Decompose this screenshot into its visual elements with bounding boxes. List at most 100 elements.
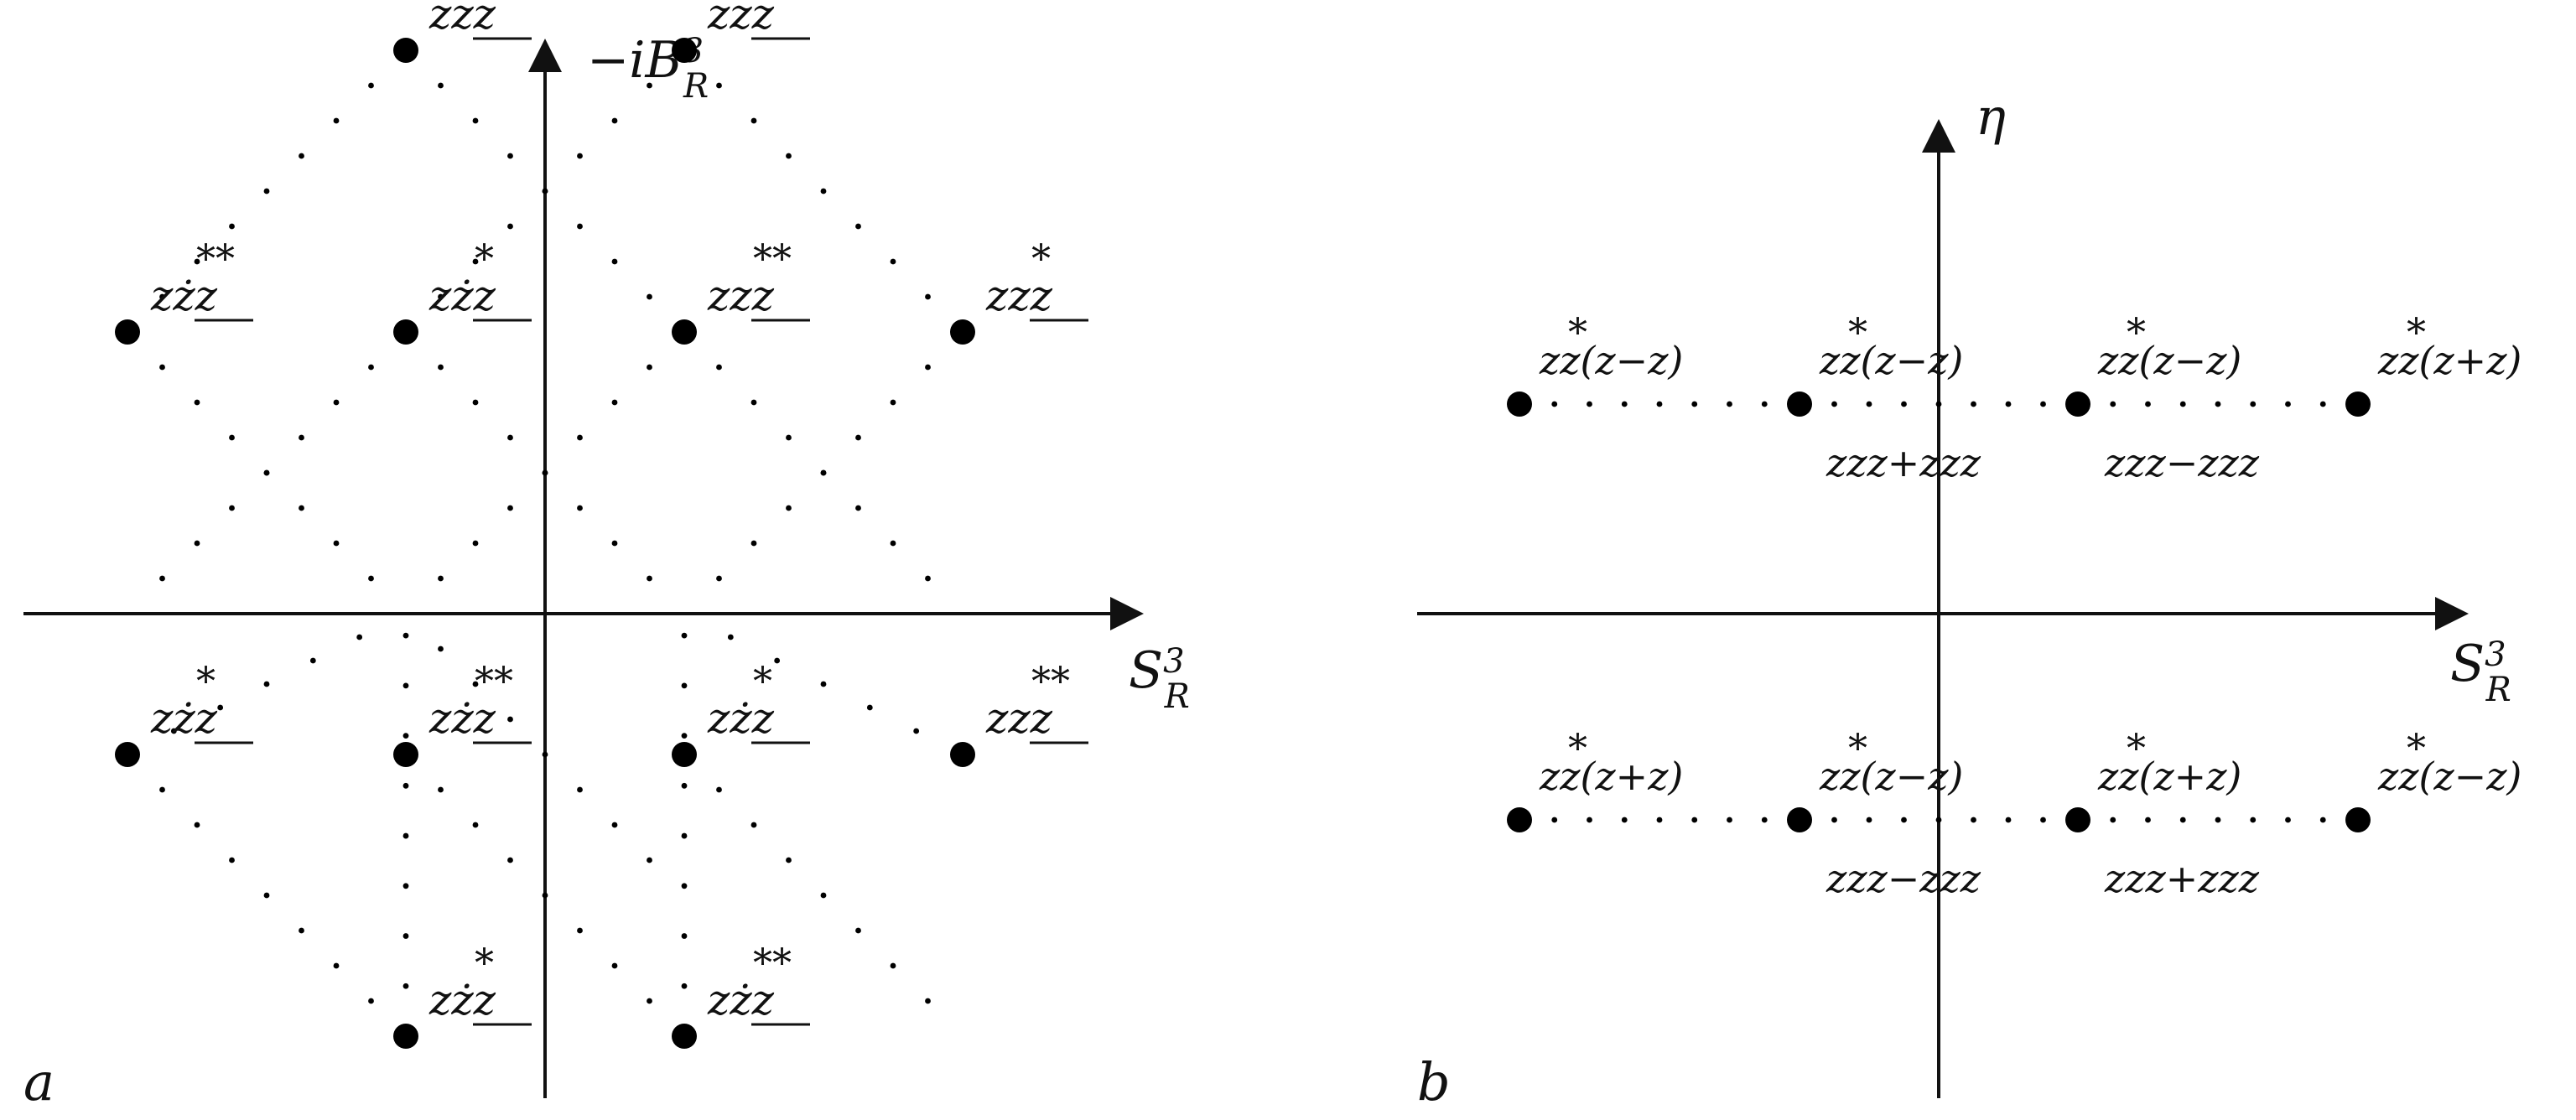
panel-a-node-marks: ** xyxy=(753,236,792,281)
panel-a-node-marks: * xyxy=(753,658,772,703)
panel-b-connector-dot xyxy=(1761,401,1768,407)
panel-a-connector-dot xyxy=(472,681,479,687)
panel-a-node-dot xyxy=(672,742,697,767)
panel-a-node-marks: ** xyxy=(475,658,513,703)
panel-a-connector-dot xyxy=(507,434,513,441)
panel-b-connector-dot xyxy=(2005,817,2012,823)
panel-b-connector-dot xyxy=(1761,817,1768,823)
panel-b-node-label: zz(z−z) xyxy=(1819,338,1963,383)
panel-a-connector-dot xyxy=(681,632,688,639)
panel-a-y-axis-label-main: −iB xyxy=(587,31,683,90)
panel-a-node-label: zżz xyxy=(428,694,496,743)
panel-a-connector-dot xyxy=(472,117,479,124)
panel-a-connector-dot xyxy=(890,258,896,265)
panel-b-node: zz(z−z)* xyxy=(2345,725,2521,832)
panel-a-node: zżz** xyxy=(672,940,810,1049)
panel-b-node: zz(z−z)* xyxy=(1507,309,1683,417)
panel-b-y-axis-label: η xyxy=(1976,88,2006,147)
panel-a-connector-dot xyxy=(647,998,652,1004)
panel-a-connector-dot xyxy=(681,983,688,989)
panel-a-connector-dot xyxy=(611,258,618,265)
panel-a-node-dot xyxy=(393,1024,418,1049)
panel-a-connector-dot xyxy=(577,223,583,230)
panel-b-connector-dot xyxy=(2215,817,2221,823)
panel-a-node-marks: * xyxy=(196,658,216,703)
panel-a-node-marks: * xyxy=(475,236,494,281)
panel-b-node-star: * xyxy=(2127,309,2146,355)
panel-a-nodes: zzz**zzz*zżz**zżz*zzz**zzz*zżz*zżz**zżz*… xyxy=(115,0,1088,1049)
panel-a-connector-dot xyxy=(716,786,722,793)
panel-b-connector-dot xyxy=(1831,401,1837,407)
panel-b-connector-dot xyxy=(2319,817,2326,823)
panel-a-connector-dot xyxy=(402,682,409,689)
panel-a-connector-dot xyxy=(368,575,374,582)
panel-b-connector-dot xyxy=(1587,817,1592,823)
panel-a-connector-dot xyxy=(681,933,688,939)
panel-a-node-marks: ** xyxy=(196,236,235,281)
panel-b-node-star: * xyxy=(1568,309,1587,355)
panel-a-connector-dot xyxy=(368,364,374,371)
panel-a-connector-dot xyxy=(299,505,304,511)
panel-a-connector-dot xyxy=(333,962,340,969)
panel-a-connector-dot xyxy=(786,505,792,511)
panel-a-connector-dot xyxy=(507,223,513,230)
panel-a-node: zzz** xyxy=(672,236,810,345)
panel-b-node-label: zz(z−z) xyxy=(2097,338,2241,383)
panel-a-connector-dot xyxy=(647,575,652,582)
panel-a-node-marks: * xyxy=(475,940,494,985)
panel-b-node-star: * xyxy=(2127,725,2146,770)
panel-a-node-label: zzz xyxy=(707,0,775,39)
panel-a-connector-dot xyxy=(647,857,652,863)
panel-a-connector-dot xyxy=(774,657,781,664)
panel-b-node-dot xyxy=(2345,391,2371,417)
panel-b-node-extra: zzz−zzz xyxy=(2104,440,2260,485)
panel-b-connector-dot xyxy=(2005,401,2012,407)
panel-a-connector-dot xyxy=(925,998,931,1004)
panel-a-connector-dot xyxy=(159,786,165,793)
panel-b-connector-dot xyxy=(1621,401,1628,407)
panel-a-connector-dot xyxy=(472,258,479,265)
panel-b-connector-dot xyxy=(1727,401,1732,407)
panel-a-x-axis-label-main: S xyxy=(1129,641,1163,700)
panel-b-connector-dot xyxy=(1866,401,1872,407)
panel-b-node-label: zz(z−z) xyxy=(1539,338,1683,383)
panel-b-connector-dot xyxy=(1866,817,1872,823)
panel-a-connector-dot xyxy=(750,399,757,406)
panel-b-connector-dot xyxy=(2040,401,2046,407)
panel-b-node-star: * xyxy=(2407,309,2426,355)
panel-a-node-dot xyxy=(393,38,418,63)
panel-b-node-star: * xyxy=(1848,309,1867,355)
panel-a-connector-dot xyxy=(611,399,618,406)
panel-a-connector-dot xyxy=(333,399,340,406)
panel-a-connector-dot xyxy=(542,469,548,476)
panel-a-node-dot xyxy=(672,319,697,345)
panel-a-connector-dot xyxy=(681,832,688,839)
panel-b-x-axis-label-main: S xyxy=(2450,635,2485,693)
panel-b-node: zz(z−z)*zzz−zzz xyxy=(1787,725,1981,901)
panel-a-node: zzz* xyxy=(950,236,1088,345)
panel-a-connector-dot xyxy=(402,632,409,639)
panel-a-node-label: zzz xyxy=(428,0,496,39)
panel-b-x-axis-label-sup: 3 xyxy=(2485,635,2506,674)
panel-a-connector-dot xyxy=(402,883,409,889)
panel-b-connector-dot xyxy=(1691,817,1698,823)
panel-a-connector-dot xyxy=(577,434,583,441)
panel-a-connector-dot xyxy=(786,434,792,441)
panel-a-connector-dot xyxy=(716,364,722,371)
panel-a-node-label: zżz xyxy=(707,976,775,1024)
panel-b-node-star: * xyxy=(2407,725,2426,770)
panel-a-node-label: zżz xyxy=(150,694,218,743)
panel-b-node-label: zz(z+z) xyxy=(2377,338,2521,383)
panel-a-node-dot xyxy=(115,742,140,767)
panel-a-node-label: zżz xyxy=(428,976,496,1024)
panel-b-node-dot xyxy=(1787,391,1812,417)
panel-a-connector-dot xyxy=(299,434,304,441)
panel-a-connector-dot xyxy=(438,293,444,300)
panel-a-node-dot xyxy=(672,1024,697,1049)
panel-a-connector-dot xyxy=(611,962,618,969)
panel-a-node: zzz* xyxy=(672,0,810,63)
panel-b-connector-dot xyxy=(2319,401,2326,407)
panel-b-connector-dot xyxy=(1691,401,1698,407)
panel-b-connector-dot xyxy=(2285,401,2291,407)
panel-a-node-marks: * xyxy=(1031,236,1051,281)
